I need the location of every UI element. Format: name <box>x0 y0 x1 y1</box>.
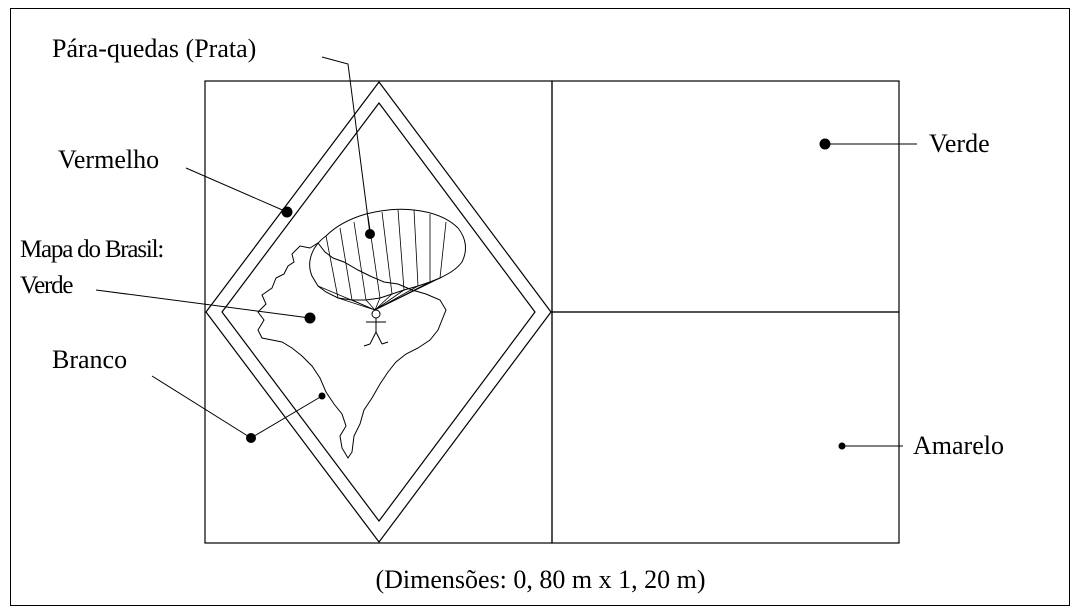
label-paraquedas: Pára-quedas (Prata) <box>52 34 257 63</box>
leader-lines <box>95 56 917 447</box>
outer-diamond <box>205 80 552 544</box>
label-vermelho: Vermelho <box>58 145 160 174</box>
paratrooper-figure <box>363 309 389 347</box>
label-amarelo: Amarelo <box>913 431 1004 460</box>
brazil-map-outline <box>257 242 447 459</box>
inner-diamond <box>221 101 536 523</box>
top-right-panel <box>551 80 900 313</box>
label-branco: Branco <box>52 345 128 374</box>
label-verde: Verde <box>929 129 990 158</box>
marker-dots <box>246 138 846 450</box>
caption-dimensions: (Dimensões: 0, 80 m x 1, 20 m) <box>375 565 706 594</box>
parachute-lines <box>317 277 441 311</box>
label-mapa-do-brasil: Mapa do Brasil: <box>20 236 164 263</box>
figure-frame <box>10 8 1070 606</box>
left-panel <box>204 80 553 544</box>
label-mapa-verde: Verde <box>20 272 74 299</box>
bottom-right-panel <box>551 311 900 544</box>
